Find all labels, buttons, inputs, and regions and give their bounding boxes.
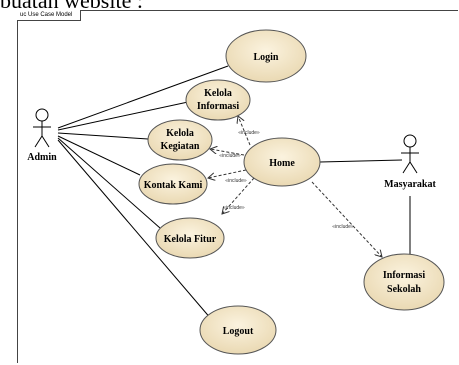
- use-case-kelola-kegiatan-label: Kegiatan: [161, 141, 200, 152]
- caption-fragment: buatan website :: [0, 0, 143, 13]
- use-case-kontak-kami-label: Kontak Kami: [144, 180, 203, 191]
- actor-admin[interactable]: Admin: [27, 108, 57, 163]
- stereotype-label: «include»: [225, 178, 247, 184]
- actor-admin-label: Admin: [27, 152, 57, 163]
- actor-head-icon: [35, 108, 49, 122]
- use-case-kelola-fitur[interactable]: Kelola Fitur: [155, 217, 225, 259]
- diagram-frame: [17, 10, 458, 363]
- include-home-kontak-kami: [208, 169, 247, 178]
- use-case-kelola-informasi-label: Informasi: [197, 101, 239, 112]
- assoc-admin-kelola-kegiatan: [57, 132, 149, 140]
- use-case-home[interactable]: Home: [243, 137, 321, 187]
- include-home-kelola-fitur: [222, 177, 255, 214]
- assoc-admin-kelola-informasi: [57, 101, 189, 131]
- use-case-informasi-sekolah[interactable]: Informasi Sekolah: [363, 253, 445, 311]
- stereotype-label: «include»: [219, 153, 241, 159]
- include-home-informasi-sekolah: [311, 181, 382, 257]
- assoc-admin-logout: [57, 139, 213, 321]
- actor-masyarakat-label: Masyarakat: [384, 179, 436, 190]
- use-case-logout-label: Logout: [223, 326, 254, 337]
- include-dependencies: [208, 116, 382, 257]
- use-case-login[interactable]: Login: [225, 29, 307, 83]
- stereotype-label: «include»: [238, 130, 260, 136]
- use-case-kelola-kegiatan[interactable]: Kelola Kegiatan: [147, 119, 213, 161]
- stereotype-label: «include»: [332, 224, 354, 230]
- use-case-kelola-kegiatan-label: Kelola: [166, 128, 194, 139]
- use-case-kelola-informasi-label: Kelola: [204, 88, 232, 99]
- use-case-informasi-sekolah-label: Sekolah: [387, 284, 421, 295]
- use-case-informasi-sekolah-label: Informasi: [383, 270, 425, 281]
- use-case-home-label: Home: [269, 158, 295, 169]
- include-home-kelola-informasi: [238, 116, 251, 146]
- use-case-kontak-kami[interactable]: Kontak Kami: [138, 163, 208, 205]
- actor-head-icon: [403, 134, 417, 148]
- use-case-kelola-fitur-label: Kelola Fitur: [164, 234, 217, 245]
- use-case-kelola-informasi[interactable]: Kelola Informasi: [185, 79, 251, 121]
- include-home-kelola-kegiatan: [210, 149, 245, 156]
- actor-masyarakat[interactable]: Masyarakat: [384, 134, 436, 190]
- stereotype-label: «include»: [223, 205, 245, 211]
- assoc-admin-login: [57, 65, 229, 129]
- assoc-admin-kelola-fitur: [57, 137, 161, 229]
- diagram-frame-label: uc Use Case Model: [17, 10, 82, 21]
- admin-associations: [57, 65, 229, 321]
- assoc-masyarakat-home: [319, 159, 403, 163]
- use-case-logout[interactable]: Logout: [199, 305, 277, 355]
- use-case-login-label: Login: [253, 52, 278, 63]
- assoc-admin-kontak-kami: [57, 135, 141, 176]
